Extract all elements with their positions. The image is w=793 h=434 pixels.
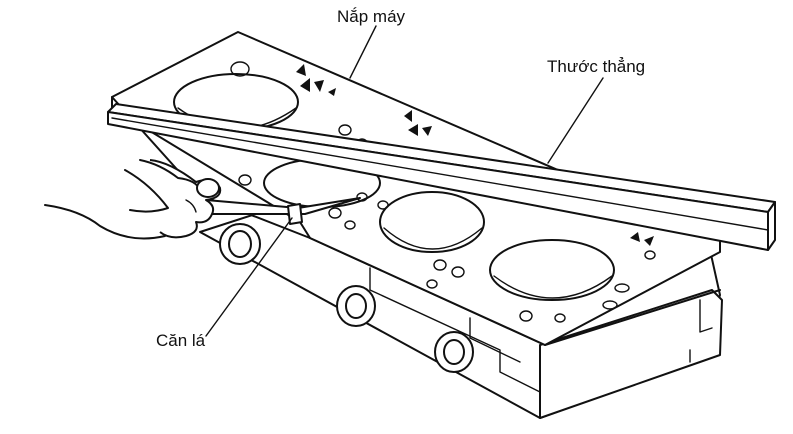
engine-block-lower-step	[469, 317, 521, 363]
leader-feeler-gauge	[205, 217, 293, 337]
cylinder-bore-3	[379, 191, 485, 253]
leader-straightedge	[547, 77, 604, 164]
hand-thumb	[139, 159, 201, 191]
hand	[44, 159, 222, 240]
engine-block-end-face	[539, 289, 723, 419]
hand-fingertip	[196, 178, 220, 198]
engine-block-step-line	[369, 267, 541, 393]
hand-fingers	[149, 159, 222, 239]
coolant-passages	[296, 64, 654, 246]
label-feeler-gauge: Căn lá	[156, 331, 206, 350]
bolt-boss-2	[336, 285, 376, 327]
engine-block-right-notch	[689, 299, 713, 363]
hand-wrist	[44, 204, 166, 240]
bolt-boss-1	[219, 223, 261, 265]
cylinder-bore-4	[489, 239, 615, 301]
bolt-boss-3	[434, 331, 474, 373]
callout-leaders	[205, 25, 604, 337]
hand-forearm	[124, 169, 169, 213]
leader-cylinder-head	[349, 25, 377, 79]
label-cylinder-head: Nắp máy	[337, 7, 406, 26]
straightedge-end-face	[767, 201, 776, 251]
label-straightedge: Thước thẳng	[547, 57, 646, 76]
straightedge	[107, 103, 776, 251]
cylinder-head-side-edge	[111, 96, 311, 239]
